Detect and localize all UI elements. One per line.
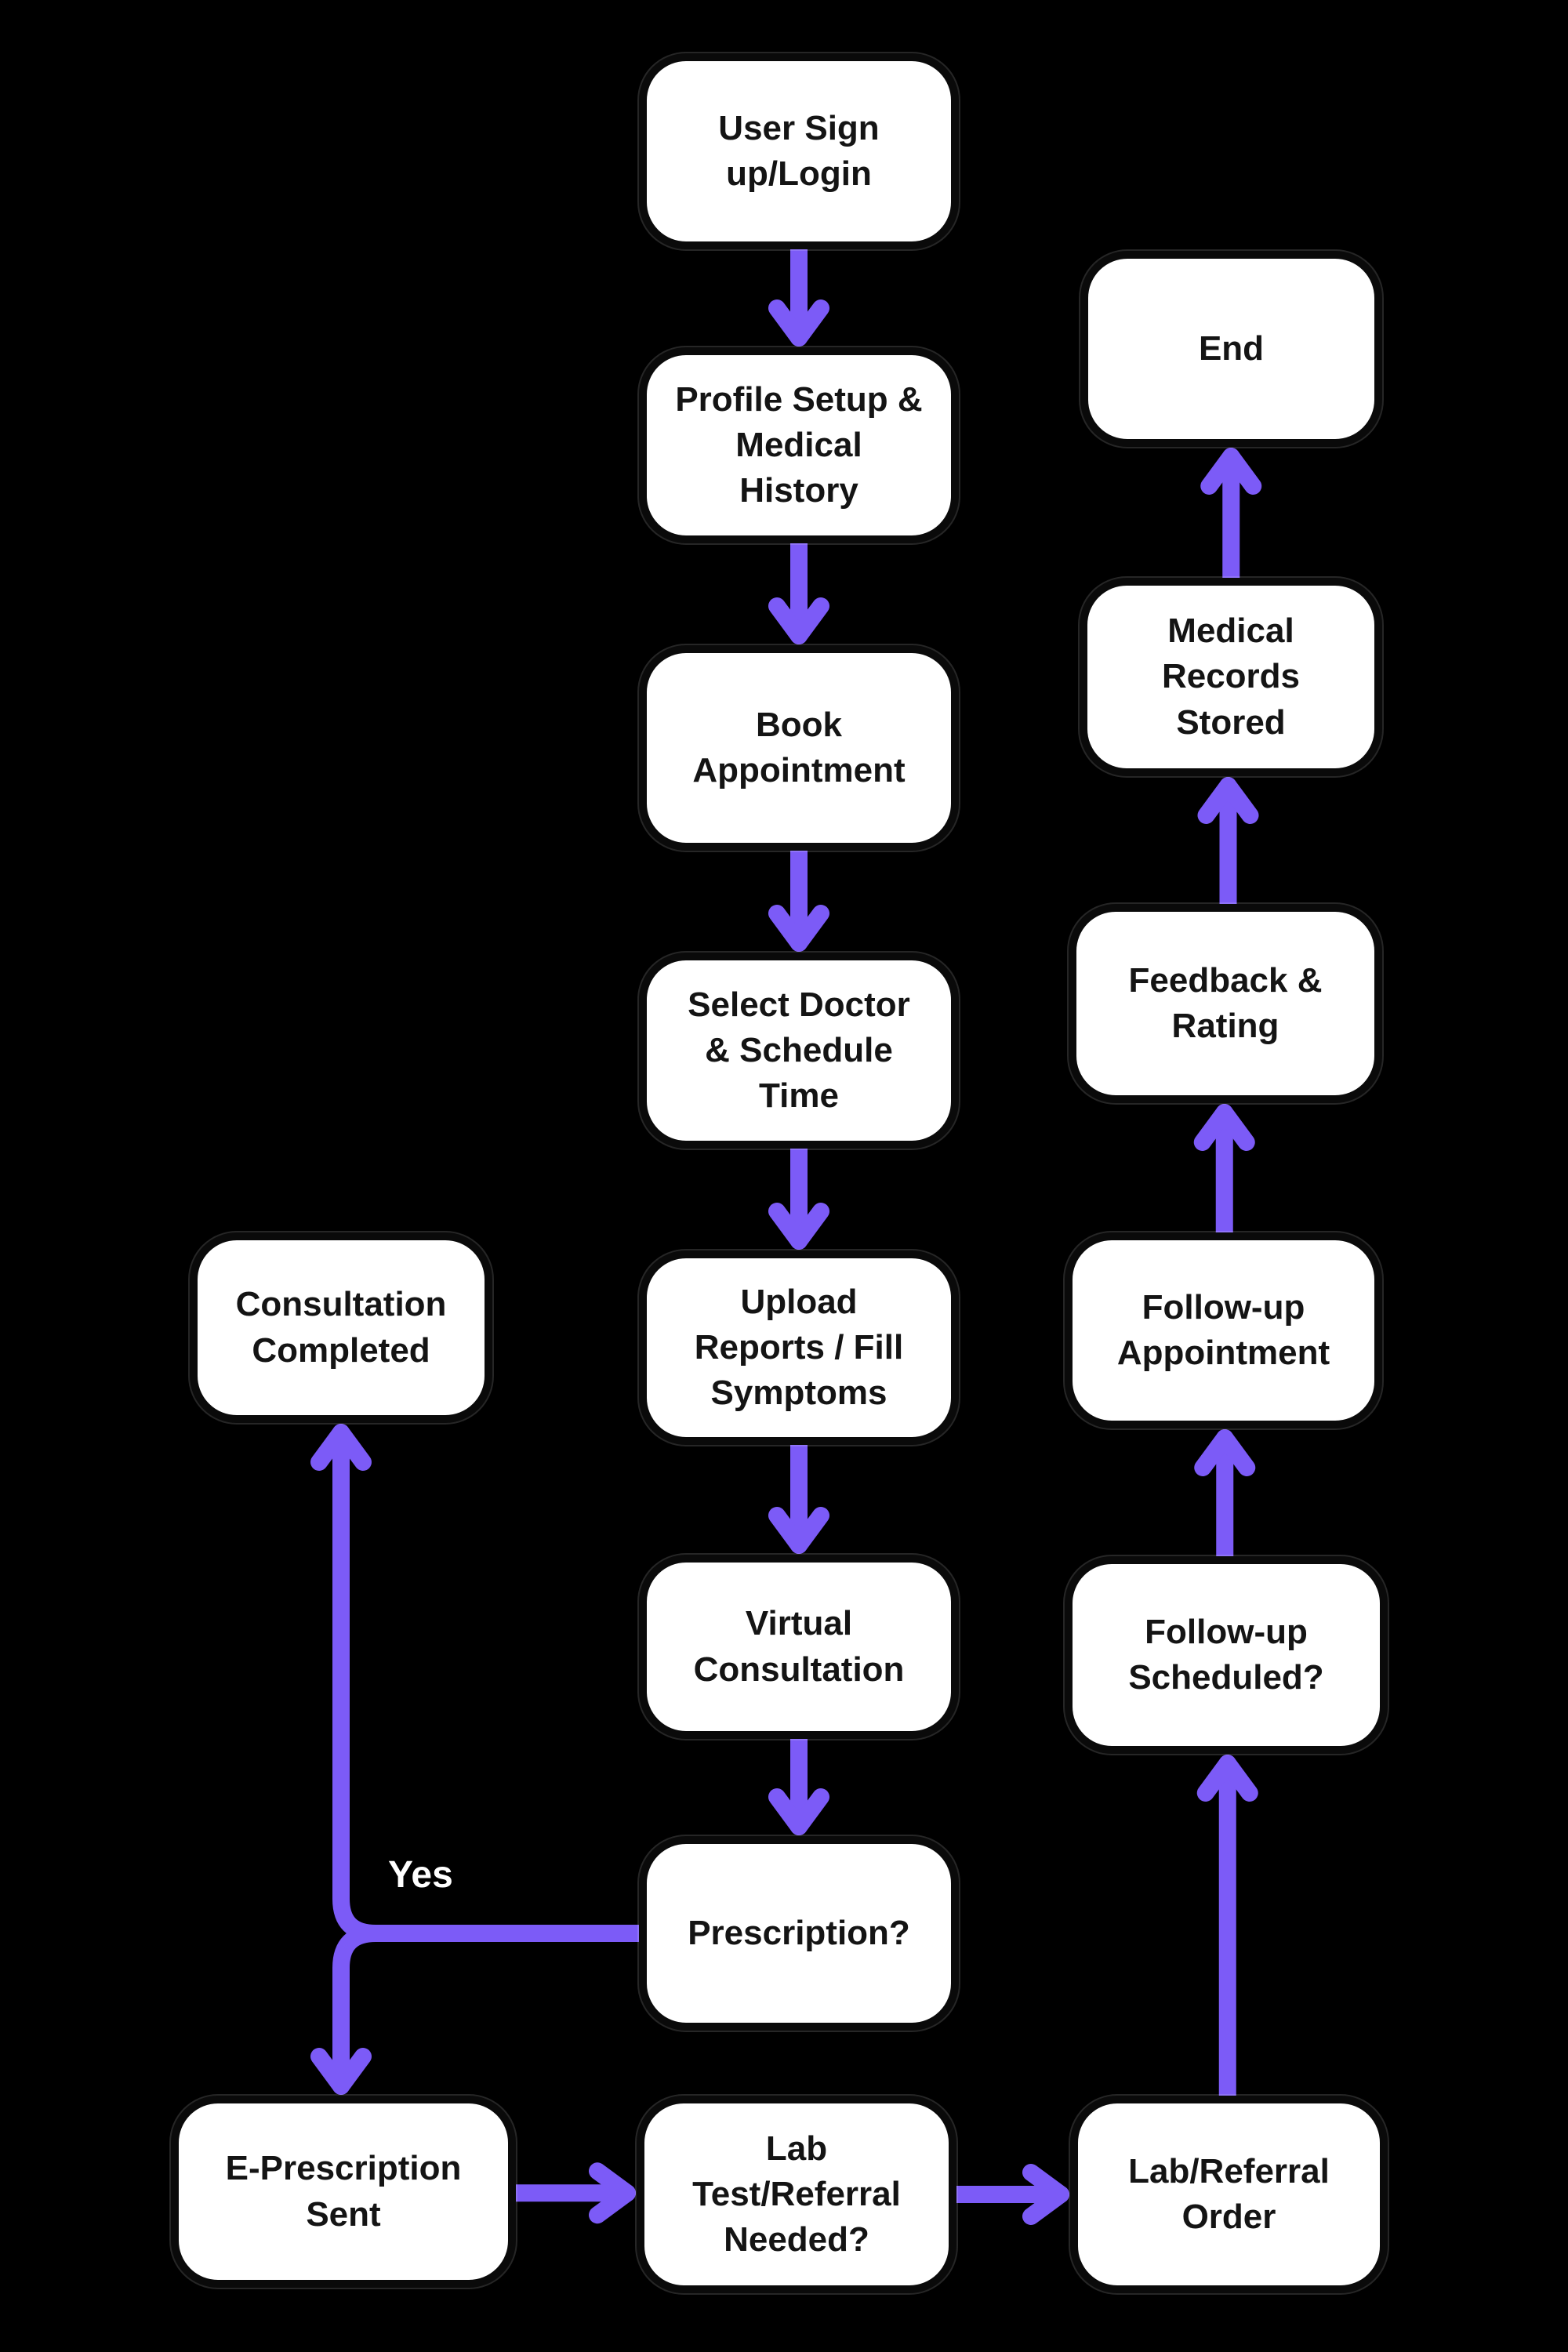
node-label: Follow-up Appointment bbox=[1116, 1287, 1330, 1372]
edge-label-yes: Yes bbox=[388, 1854, 453, 1896]
node-upload-reports: Upload Reports / Fill Symptoms bbox=[639, 1250, 959, 1445]
node-feedback-rating: Feedback & Rating bbox=[1069, 904, 1382, 1103]
node-lab-test-needed-decision: Lab Test/Referral Needed? bbox=[637, 2096, 956, 2293]
node-label: Lab Test/Referral Needed? bbox=[692, 2129, 901, 2259]
node-user-signup: User Sign up/Login bbox=[639, 53, 959, 249]
node-label: Upload Reports / Fill Symptoms bbox=[694, 1282, 904, 1413]
node-label: Medical Records Stored bbox=[1161, 612, 1301, 742]
node-label: Select Doctor & Schedule Time bbox=[688, 985, 910, 1116]
node-medical-records-stored: Medical Records Stored bbox=[1080, 578, 1382, 776]
node-consultation-completed: Consultation Completed bbox=[190, 1232, 492, 1423]
node-lab-referral-order: Lab/Referral Order bbox=[1070, 2096, 1388, 2293]
node-label: Follow-up Scheduled? bbox=[1128, 1612, 1324, 1697]
node-profile-setup: Profile Setup & Medical History bbox=[639, 347, 959, 543]
node-label: End bbox=[1198, 328, 1265, 368]
node-label: Prescription? bbox=[688, 1913, 910, 1952]
node-e-prescription-sent: E-Prescription Sent bbox=[171, 2096, 516, 2288]
node-label: Lab/Referral Order bbox=[1128, 2151, 1330, 2236]
node-end: End bbox=[1080, 251, 1382, 447]
node-select-doctor: Select Doctor & Schedule Time bbox=[639, 953, 959, 1149]
node-book-appointment: Book Appointment bbox=[639, 645, 959, 851]
node-label: Virtual Consultation bbox=[693, 1604, 905, 1689]
node-label: E-Prescription Sent bbox=[225, 2149, 462, 2234]
node-label: Profile Setup & Medical History bbox=[675, 379, 923, 510]
node-label: Feedback & Rating bbox=[1128, 960, 1323, 1045]
node-virtual-consultation: Virtual Consultation bbox=[639, 1555, 959, 1739]
node-followup-appointment: Follow-up Appointment bbox=[1065, 1232, 1382, 1428]
node-prescription-decision: Prescription? bbox=[639, 1836, 959, 2031]
node-label: Consultation Completed bbox=[235, 1285, 447, 1370]
node-label: User Sign up/Login bbox=[718, 108, 880, 193]
node-label: Book Appointment bbox=[692, 705, 906, 789]
node-followup-scheduled-decision: Follow-up Scheduled? bbox=[1065, 1556, 1388, 1754]
